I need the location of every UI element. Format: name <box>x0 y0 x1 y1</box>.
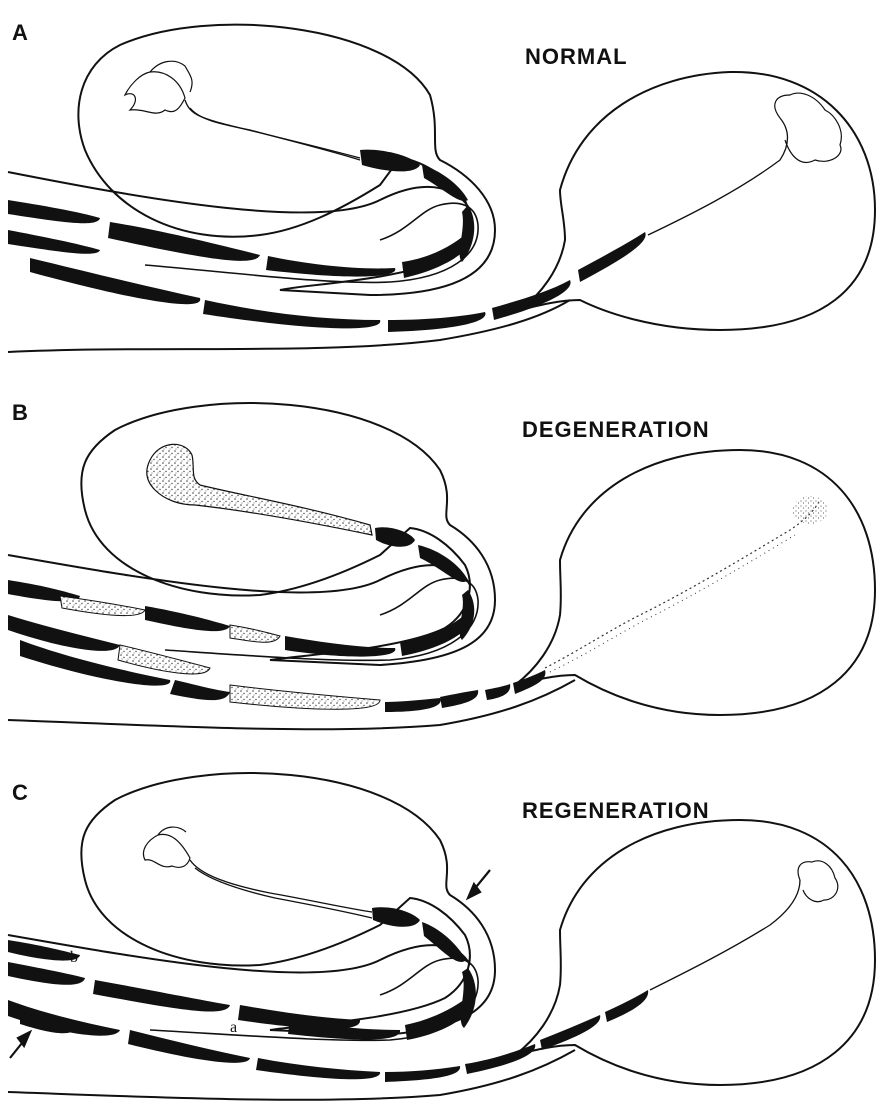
label-a: a <box>230 1019 237 1036</box>
upper-cell-body <box>81 403 495 665</box>
panel-b-letter: B <box>12 400 28 425</box>
panel-b-title: DEGENERATION <box>522 417 710 442</box>
arrow-icon <box>468 870 490 898</box>
panel-b: B DEGENERATION <box>8 400 875 729</box>
myelin-outer-a <box>8 200 646 332</box>
nerve-sheath <box>8 300 570 352</box>
lower-cell-body <box>515 450 875 715</box>
label-b: b <box>70 949 78 966</box>
residual-terminal <box>792 496 828 524</box>
panel-c: C REGENERATION <box>8 773 875 1100</box>
panel-a-title: NORMAL <box>525 44 628 69</box>
lower-cell-body <box>520 72 875 330</box>
panel-a-letter: A <box>12 20 28 45</box>
panel-c-title: REGENERATION <box>522 798 710 823</box>
lower-cell-body <box>515 820 875 1085</box>
panel-a: A NORMAL <box>8 20 875 352</box>
panel-c-letter: C <box>12 780 28 805</box>
nerve-sheath <box>8 1050 575 1100</box>
arrow-icon <box>10 1032 30 1058</box>
